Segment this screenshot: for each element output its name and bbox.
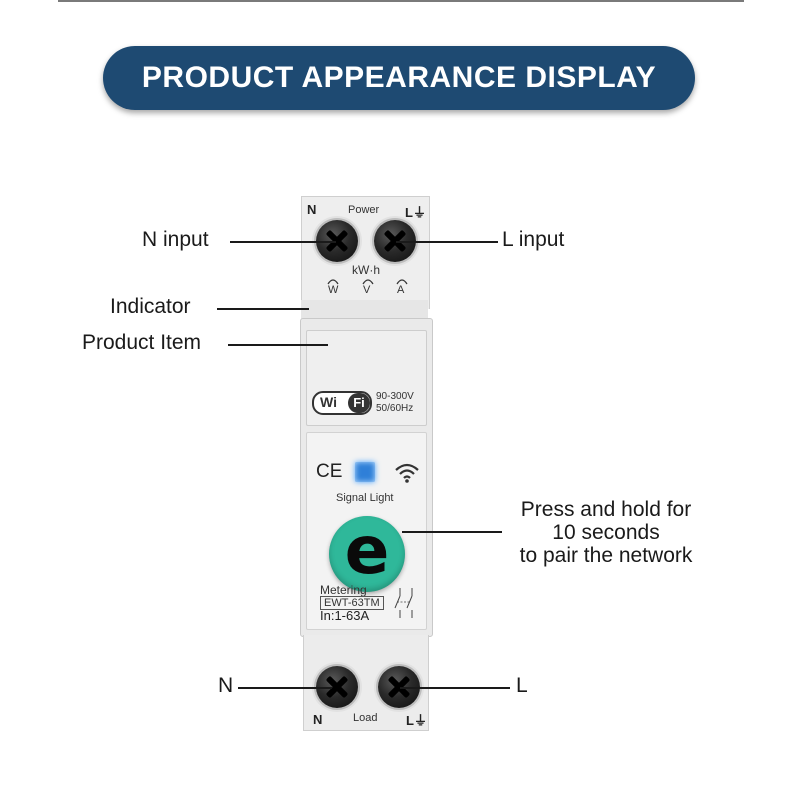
pairing-leader	[402, 531, 502, 533]
power-label: Power	[348, 204, 380, 216]
metering-label: Metering	[320, 583, 367, 597]
meter-v-label: V	[363, 284, 371, 296]
top-l-label: L⏚	[405, 205, 426, 220]
signal-light-icon	[355, 462, 375, 482]
button-letter: e	[344, 512, 390, 589]
product-item-callout: Product Item	[82, 331, 202, 354]
product-item-leader	[228, 344, 328, 346]
n-input-leader	[230, 241, 336, 243]
l-input-callout: L input	[502, 228, 565, 251]
n-load-leader	[238, 687, 332, 689]
top-n-label: N	[307, 202, 317, 217]
top-divider	[58, 0, 744, 2]
bottom-l-label: L⏚	[406, 713, 427, 728]
l-load-leader	[400, 687, 510, 689]
load-label: Load	[353, 712, 378, 724]
model-label: EWT-63TM	[320, 596, 384, 610]
title-banner: PRODUCT APPEARANCE DISPLAY	[103, 46, 695, 110]
wifi-icon	[395, 463, 419, 483]
wifi-wi-text: Wi	[320, 394, 337, 410]
device-neck	[301, 300, 428, 320]
pairing-instruction: Press and hold for 10 seconds to pair th…	[490, 498, 722, 567]
signal-light-label: Signal Light	[336, 492, 394, 504]
l-input-leader	[396, 241, 498, 243]
pairing-line-1: Press and hold for	[520, 498, 692, 521]
l-load-callout: L	[516, 674, 528, 697]
kwh-label: kW·h	[352, 263, 380, 277]
wifi-fi-text: Fi	[348, 393, 370, 413]
pairing-line-3: to pair the network	[519, 544, 693, 567]
rating-label: In:1-63A	[320, 608, 370, 623]
meter-a-label: A	[397, 284, 405, 296]
banner-title: PRODUCT APPEARANCE DISPLAY	[141, 61, 657, 94]
indicator-leader	[217, 308, 309, 310]
n-input-callout: N input	[142, 228, 209, 251]
ce-mark: CE	[316, 461, 343, 482]
bottom-n-label: N	[313, 712, 323, 727]
meter-arc-icons	[327, 279, 408, 285]
n-load-callout: N	[218, 674, 234, 697]
pairing-line-2: 10 seconds	[552, 521, 660, 544]
wifi-badge: Wi Fi	[312, 391, 372, 415]
voltage-label: 90-300V	[376, 391, 414, 402]
frequency-label: 50/60Hz	[376, 403, 414, 414]
switch-symbol-icon	[394, 588, 413, 618]
pairing-button[interactable]: e	[329, 512, 405, 592]
indicator-callout: Indicator	[110, 295, 191, 318]
meter-w-label: W	[328, 284, 339, 296]
